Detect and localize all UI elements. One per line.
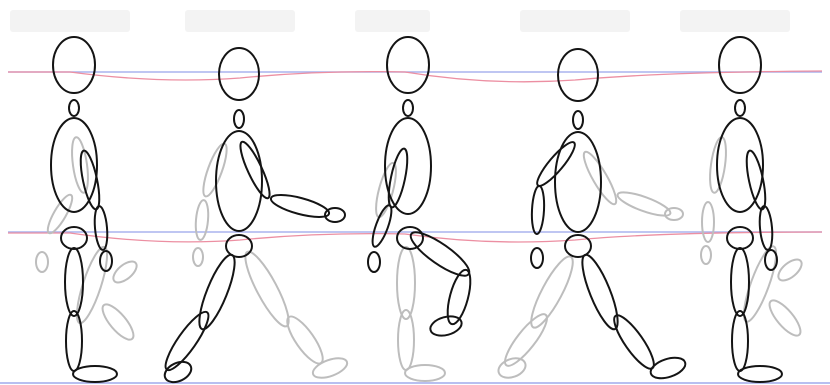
figure-4-thigh bbox=[576, 251, 625, 333]
figure-4-neck bbox=[573, 111, 583, 129]
figure-2-thigh bbox=[193, 251, 242, 333]
figure-3-ghost-limbs bbox=[372, 161, 445, 381]
figure-3-thigh bbox=[406, 226, 475, 283]
figure-4-shin bbox=[608, 311, 659, 374]
figure-5-shin bbox=[732, 311, 748, 371]
figure-1-upper-arm bbox=[77, 149, 103, 211]
figure-5-torso bbox=[717, 118, 763, 212]
figure-5-head bbox=[719, 37, 761, 93]
figure-1-head bbox=[53, 37, 95, 93]
figure-2-neck bbox=[234, 110, 244, 128]
figure-5-contact bbox=[701, 37, 805, 382]
figure-3-foot bbox=[428, 313, 464, 339]
figure-1-contact bbox=[36, 37, 140, 382]
figure-3-neck bbox=[403, 100, 413, 116]
figure-2-forearm bbox=[269, 191, 331, 222]
hip-bounce-curve bbox=[8, 232, 822, 242]
figure-1-hip bbox=[61, 227, 87, 249]
faded-header-artifact bbox=[10, 10, 790, 32]
figure-4-foot bbox=[648, 354, 688, 382]
figure-3-upper-arm bbox=[385, 147, 411, 209]
figure-5-hip bbox=[727, 227, 753, 249]
figure-2-upper-arm bbox=[236, 139, 275, 201]
figure-5-thigh bbox=[731, 248, 749, 316]
figure-3-forearm bbox=[369, 203, 395, 248]
figure-4-hand bbox=[531, 248, 543, 268]
figure-4-hip bbox=[565, 235, 591, 257]
figure-5-neck bbox=[735, 100, 745, 116]
figure-3-hip bbox=[397, 227, 423, 249]
figure-1-shin bbox=[66, 311, 82, 371]
figure-4-forearm bbox=[531, 186, 545, 235]
figure-4-ghost-limbs bbox=[496, 149, 683, 382]
figure-2-down bbox=[160, 48, 350, 385]
figure-2-hip bbox=[226, 235, 252, 257]
figure-3-hand bbox=[368, 252, 380, 272]
figure-3-passing bbox=[368, 37, 475, 381]
figure-5-forearm bbox=[758, 206, 774, 251]
figure-3-head bbox=[387, 37, 429, 93]
figure-1-neck bbox=[69, 100, 79, 116]
figure-1-thigh bbox=[65, 248, 83, 316]
figure-4-head bbox=[558, 49, 598, 101]
figure-2-head bbox=[219, 48, 259, 100]
figure-2-torso bbox=[216, 131, 262, 231]
figure-3-torso bbox=[385, 118, 431, 214]
figure-4-down bbox=[496, 49, 688, 382]
figure-1-torso bbox=[51, 118, 97, 212]
figure-1-forearm bbox=[93, 206, 109, 251]
figure-2-shin bbox=[160, 307, 215, 375]
figure-5-upper-arm bbox=[743, 149, 769, 211]
figure-5-foot bbox=[738, 366, 782, 382]
figure-1-foot bbox=[73, 366, 117, 382]
